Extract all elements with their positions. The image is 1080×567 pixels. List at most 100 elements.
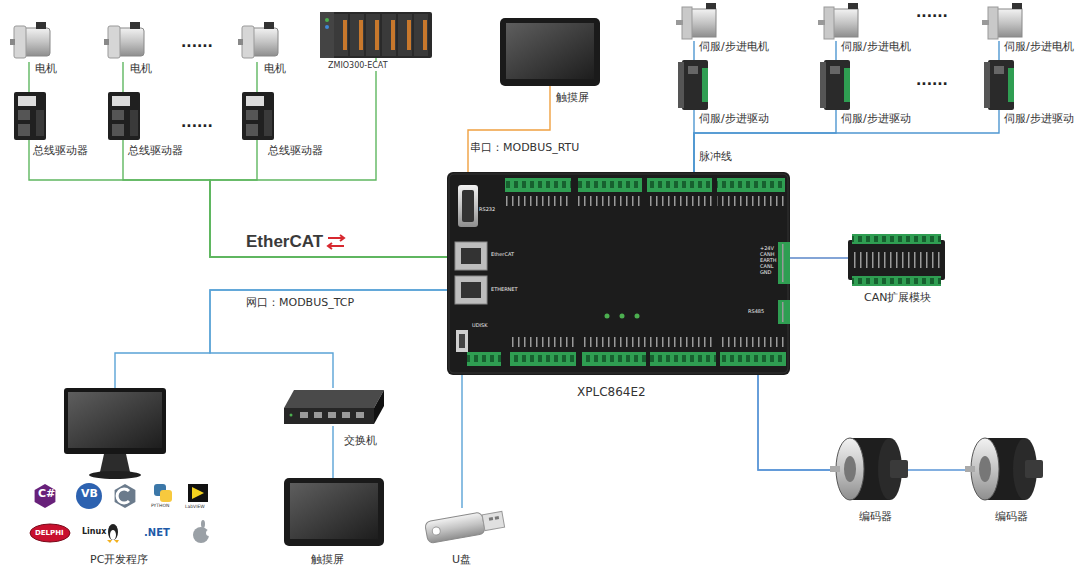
controller-art [578,178,642,192]
io-module-art [325,25,329,29]
io-module-art [320,12,432,58]
stepper-motor-art [982,3,1022,39]
text-label: ...... [916,72,948,88]
device-label: XPLC864E2 [577,385,646,399]
controller-art [605,314,610,319]
text-label: ETHERNET [491,287,518,293]
text-label: GND [760,270,771,276]
bus-driver-art [242,92,274,140]
connector-line [256,62,257,92]
touch-screen: 触摸屏 [284,478,384,546]
can-module-art [852,278,941,284]
can-module: CAN扩展模块 [848,234,945,286]
controller-art [505,178,571,192]
controller-art [578,196,642,206]
controller-art [510,337,576,347]
device-label: 伺服/步进驱动 [841,112,911,125]
connector-line [468,86,550,172]
controller-art [582,352,646,366]
device-label: 总线驱动器 [33,144,88,157]
software-logos [192,487,204,499]
controller-art [461,282,481,298]
text-label: RS232 [479,207,495,213]
device-label: 编码器 [995,510,1028,523]
connector-line [790,257,848,258]
connector-line [115,290,447,388]
device-label: 总线驱动器 [128,144,183,157]
connector-line [29,140,447,257]
ethercat-logo-arrows [328,235,344,249]
usb-drive-art [425,508,506,543]
connector-line [694,110,999,172]
edge-label: 脉冲线 [699,150,732,163]
connector-line [835,41,836,60]
touch-screen: 触摸屏 [500,18,600,86]
controller-art [780,244,786,282]
encoder: 编码器 [965,432,1043,506]
controller-art [455,242,487,270]
controller-art [467,355,501,362]
connector-line [758,375,830,470]
software-logos [115,484,136,508]
usb-drive-art [425,512,486,544]
network-switch-art [290,414,293,417]
controller-art [461,248,481,264]
pc-monitor-art [89,471,141,479]
connector-line [28,62,29,92]
controller-art [650,337,716,347]
controller-art [647,178,712,192]
io-module: ZMIO300-ECAT [320,12,432,58]
controller-art [635,314,640,319]
network-switch-art [300,412,308,418]
connector-line [122,62,123,92]
device-label: 电机 [130,62,152,75]
network-switch-art [284,390,384,408]
connector-line [210,290,447,388]
edge-label: 网口：MODBUS_TCP [246,296,354,309]
network-switch-art [374,390,384,424]
network-switch-art [328,412,336,418]
device-label: 编码器 [859,510,892,523]
text-label: ...... [181,34,213,50]
text-label: UDISK [472,323,487,329]
controller-art [449,174,788,373]
stepper-driver: 伺服/步进驱动 [676,60,714,110]
bus-driver: 总线驱动器 [8,92,50,140]
connector-line [123,140,447,257]
controller-art [455,276,487,304]
servo-motor: 电机 [238,20,280,62]
device-label: CAN扩展模块 [864,291,931,304]
controller-art [620,314,625,319]
touch-screen-art [500,18,600,86]
io-module-art [334,12,430,58]
device-label: 伺服/步进驱动 [1004,112,1074,125]
io-module-art [320,12,334,58]
pc-monitor-art [64,388,166,454]
usb-drive-art [495,516,499,520]
stepper-motor: 伺服/步进电机 [676,3,720,41]
controller-art [647,196,712,206]
usb-drive-art [432,526,441,535]
controller-art [778,300,790,324]
controller: XPLC864E2 [447,172,790,375]
device-label: U盘 [452,553,471,566]
connector-line [693,41,694,60]
controller-art [717,196,785,206]
software-logos [30,524,70,542]
usb-drive-art [489,517,493,521]
network-switch-art [356,412,364,418]
connector-line [694,110,836,172]
controller-art [720,355,786,362]
software-logos [107,540,112,543]
device-label: PC开发程序 [90,553,148,566]
can-module-art [852,252,941,268]
text-label: VB [81,488,98,501]
edge-label: 串口：MODBUS_RTU [470,141,579,154]
device-label: 电机 [264,62,286,75]
connector-line [461,375,462,508]
connector-line [210,58,447,257]
device-label: 触摸屏 [311,553,344,566]
device-label: 伺服/步进电机 [1004,40,1074,53]
network-switch-art [284,408,374,424]
stepper-motor: 伺服/步进电机 [818,3,862,41]
